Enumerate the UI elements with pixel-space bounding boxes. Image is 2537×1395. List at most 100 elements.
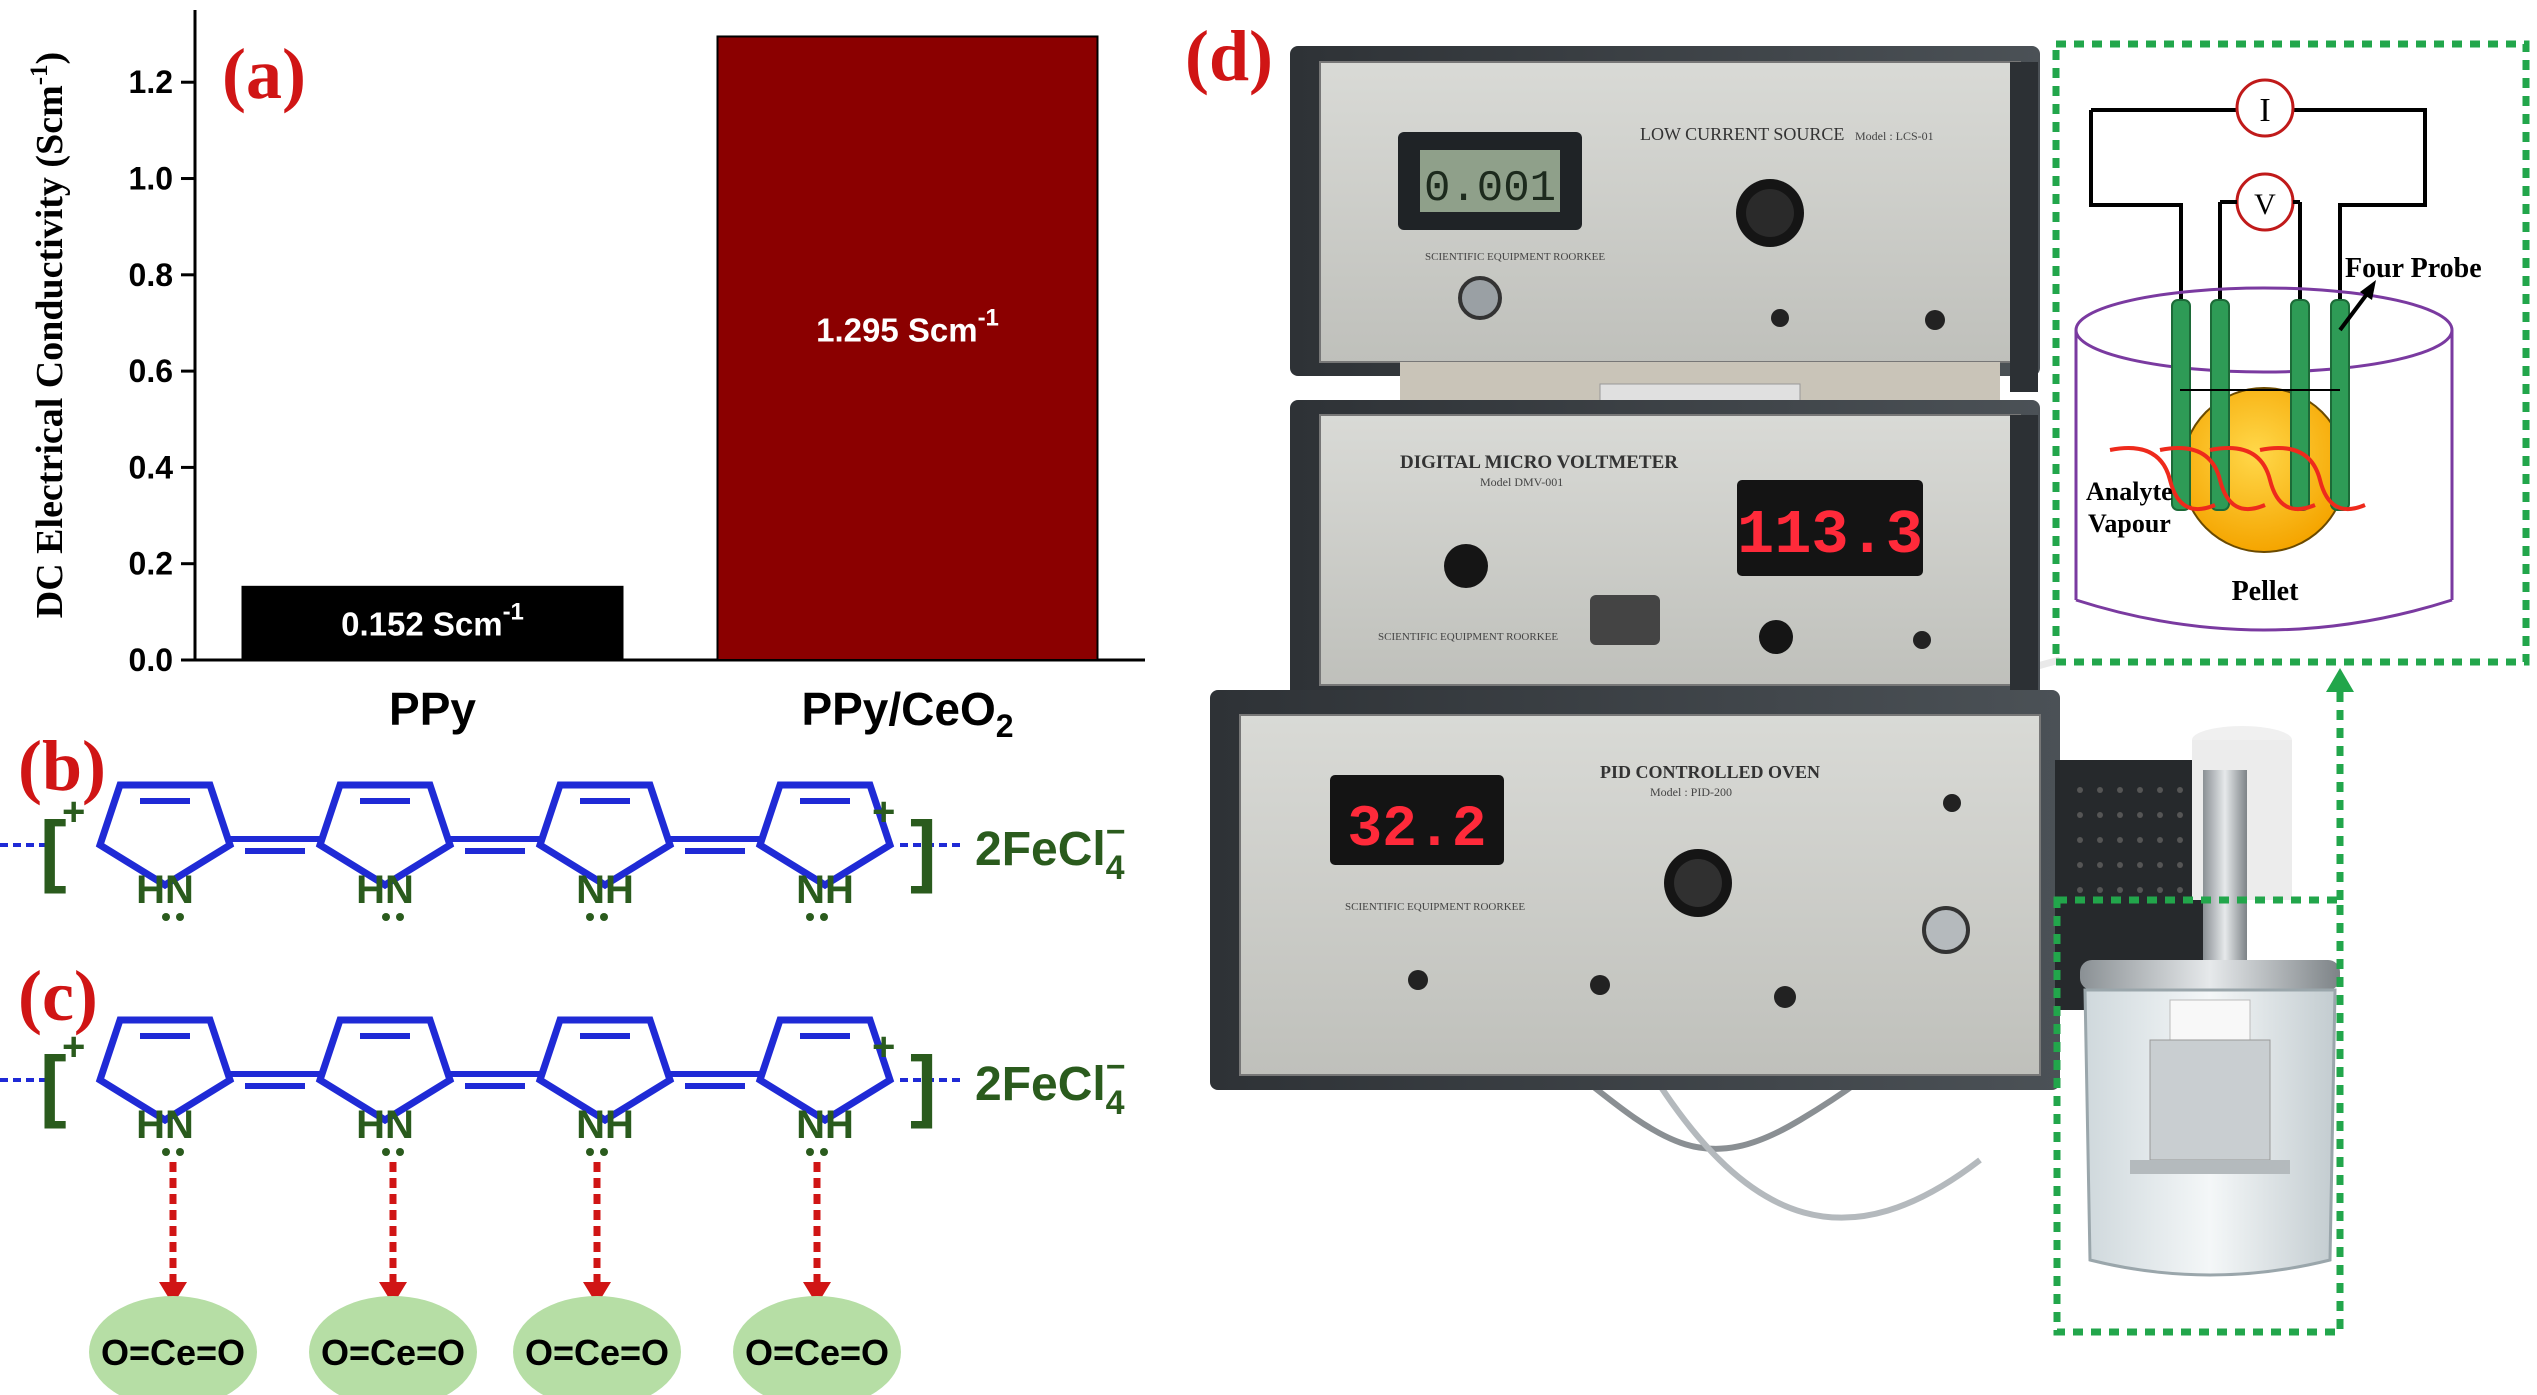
bracket-right: ] [910,805,937,894]
digital-micro-voltmeter: DIGITAL MICRO VOLTMETER Model DMV-001 11… [1290,400,2040,705]
ceria-label: O=Ce=O [745,1332,889,1373]
four-probe-schematic: I V [2074,78,2482,632]
oven-connector [1922,906,1970,954]
experimental-setup-photo: LOW CURRENT SOURCE Model : LCS-01 0.001 … [1210,40,2530,1336]
ceria-particle [309,1296,477,1395]
counter-ion-subscript: 4 [1106,849,1125,887]
category-subscript: 2 [996,708,1014,744]
four-probe-label: Four Probe [2345,253,2482,284]
pellet [2181,387,2347,553]
panel-label-c: (c) [18,956,98,1036]
voltmeter-title: DIGITAL MICRO VOLTMETER [1400,452,1678,473]
data-label-1: 1.295 Scm-1 [816,304,999,348]
y-tick-label: 0.8 [129,257,173,293]
y-tick-group: 0.0 0.2 0.4 0.6 0.8 1.0 1.2 [129,64,195,678]
pyrrole-ring [535,1016,675,1125]
nitrogen-label: HN [356,1103,414,1147]
lcd-readout: 0.001 [1424,164,1556,214]
pyrrole-ring [315,781,455,890]
ppy-ceo2-structure-c: [] HN O=Ce=O HN O=Ce=O NH O=Ce=O NH O=Ce=O + +2FeC… [0,1016,1126,1395]
current-source-model: Model : LCS-01 [1855,129,1934,143]
data-label-exponent: -1 [978,304,999,331]
counter-ion: 2FeCl−4 [975,1048,1126,1122]
pyrrole-ring [95,1016,235,1125]
positive-charge: + [872,1025,895,1069]
nitrogen-label: HN [356,868,414,912]
oven-readout: 32.2 [1347,798,1486,863]
counter-ion: 2FeCl−4 [975,813,1126,887]
y-axis-label: DC Electrical Conductivity (Scm-1) [26,52,71,618]
category-text: PPy/CeO [801,683,995,735]
conductivity-bar-chart: 0.00.20.40.60.81.01.2 0.152 Scm-11.295 S… [26,10,1145,744]
low-current-source: LOW CURRENT SOURCE Model : LCS-01 0.001 … [1290,46,2040,392]
nitrogen-label: NH [796,1103,854,1147]
data-label-0: 0.152 Scm-1 [341,598,524,642]
bar-group: 0.152 Scm-11.295 Scm-1 [241,35,1099,662]
positive-charge: + [872,790,895,834]
voltmeter-readout: 113.3 [1737,500,1923,571]
panel-label-d: (d) [1185,16,1273,96]
pid-controlled-oven: PID CONTROLLED OVEN Model : PID-200 32.2… [1210,690,2215,1090]
bar-1 [716,35,1099,661]
category-label-1: PPy/CeO2 [801,683,1013,744]
ammeter-label: I [2259,92,2270,129]
counter-ion-text: 2FeCl [975,823,1106,876]
y-tick-label: 0.0 [129,642,173,678]
y-tick-label: 0.2 [129,546,173,582]
positive-charge: + [62,790,85,834]
pyrrole-ring [535,781,675,890]
panel-label-a: (a) [222,34,306,114]
current-source-title: LOW CURRENT SOURCE [1640,124,1844,144]
data-label-value: 0.152 Scm [341,605,502,642]
maker-label-top: SCIENTIFIC EQUIPMENT ROORKEE [1425,251,1605,263]
category-label-0: PPy [389,683,476,735]
nitrogen-label: HN [136,1103,194,1147]
voltmeter-model: Model DMV-001 [1480,475,1563,489]
ceria-particle [513,1296,681,1395]
voltmeter-label: V [2254,188,2276,221]
ceria-particle [733,1296,901,1395]
pyrrole-ring [755,781,895,890]
maker-label-bottom: SCIENTIFIC EQUIPMENT ROORKEE [1345,901,1525,913]
ceria-label: O=Ce=O [525,1332,669,1373]
bracket-left: [ [40,1040,67,1129]
callout-arrow [2326,668,2354,692]
data-label-value: 1.295 Scm [816,311,977,348]
counter-ion-charge: − [1106,813,1126,851]
nitrogen-label: HN [136,868,194,912]
maker-label-mid: SCIENTIFIC EQUIPMENT ROORKEE [1378,631,1558,643]
ceria-label: O=Ce=O [321,1332,465,1373]
y-tick-label: 0.4 [129,449,174,485]
category-text: PPy [389,683,476,735]
pyrrole-ring [755,1016,895,1125]
counter-ion-charge: − [1106,1048,1126,1086]
bracket-left: [ [40,805,67,894]
ammeter-symbol [2235,78,2295,138]
counter-ion-text: 2FeCl [975,1058,1106,1111]
output-connector [1458,276,1502,320]
pellet-label: Pellet [2232,576,2300,607]
ceria-label: O=Ce=O [101,1332,245,1373]
oven-title: PID CONTROLLED OVEN [1600,762,1820,782]
glass-sample-chamber [2080,960,2340,1277]
range-knob [1444,544,1488,588]
pyrrole-ring [315,1016,455,1125]
y-tick-label: 1.0 [129,161,173,197]
positive-charge: + [62,1025,85,1069]
analyte-label-2: Vapour [2088,509,2171,538]
y-tick-label: 0.6 [129,353,173,389]
counter-ion-subscript: 4 [1106,1084,1125,1122]
data-label-exponent: -1 [503,598,524,625]
nitrogen-label: NH [796,868,854,912]
ceria-particle [89,1296,257,1395]
bracket-right: ] [910,1040,937,1129]
bar-0 [241,585,624,662]
y-tick-label: 1.2 [129,64,173,100]
panel-label-b: (b) [18,726,106,806]
schematic-callout-box [2052,40,2530,666]
pyrrole-ring [95,781,235,890]
nitrogen-label: NH [576,1103,634,1147]
category-label-group: PPy PPy/CeO2 [389,683,1014,744]
